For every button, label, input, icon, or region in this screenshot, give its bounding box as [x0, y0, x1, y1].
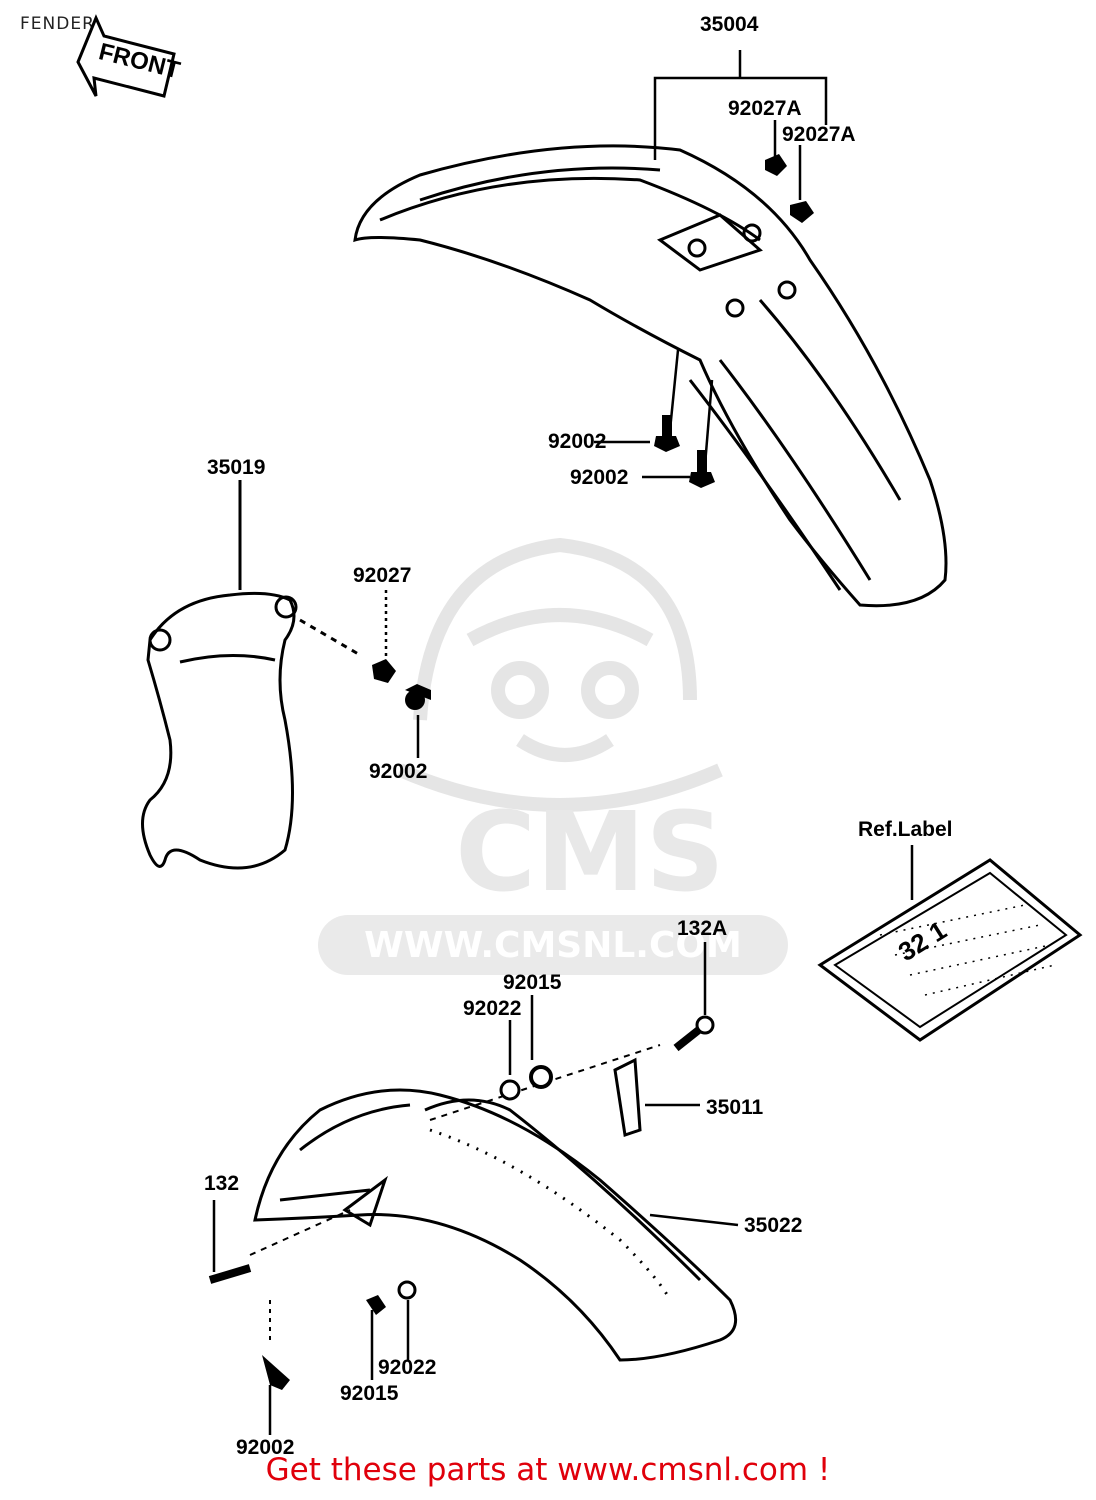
cms-watermark: CMS WWW.CMSNL.COM — [318, 537, 788, 975]
label-35022: 35022 — [744, 1214, 802, 1237]
label-ref-label: Ref.Label — [858, 818, 953, 841]
label-92002-mid: 92002 — [369, 760, 427, 783]
get-parts-link[interactable]: Get these parts at www.cmsnl.com ! — [265, 1452, 831, 1488]
label-92002-front-1: 92002 — [548, 430, 606, 453]
label-92002-front-2: 92002 — [570, 466, 628, 489]
front-direction-arrow: FRONT — [76, 14, 183, 98]
label-92015-bottom: 92015 — [340, 1382, 399, 1405]
label-92015-top: 92015 — [503, 971, 562, 994]
label-92022-bottom: 92022 — [378, 1356, 436, 1379]
label-132A: 132A — [677, 917, 727, 940]
front-fender-fasteners — [654, 154, 814, 488]
label-92002-bottom: 92002 — [236, 1436, 294, 1459]
label-35004: 35004 — [700, 13, 759, 36]
label-92027A-2: 92027A — [782, 123, 856, 146]
reference-label-plate: 32 1 — [817, 845, 1083, 1042]
watermark-url: WWW.CMSNL.COM — [364, 925, 742, 966]
label-92022-top: 92022 — [463, 997, 521, 1020]
label-92027: 92027 — [353, 564, 411, 587]
page-title: FENDER — [20, 14, 95, 34]
label-35011: 35011 — [706, 1096, 764, 1119]
rear-fender-35022 — [253, 1088, 738, 1362]
front-fender-35004 — [353, 144, 948, 608]
rear-fender-fasteners — [208, 942, 739, 1435]
watermark-brand: CMS — [455, 788, 724, 916]
label-132: 132 — [204, 1172, 239, 1195]
label-92027A-1: 92027A — [728, 97, 802, 120]
label-35019: 35019 — [207, 456, 265, 479]
fork-guard-fasteners — [372, 590, 431, 758]
fork-guard-35019 — [141, 480, 361, 870]
